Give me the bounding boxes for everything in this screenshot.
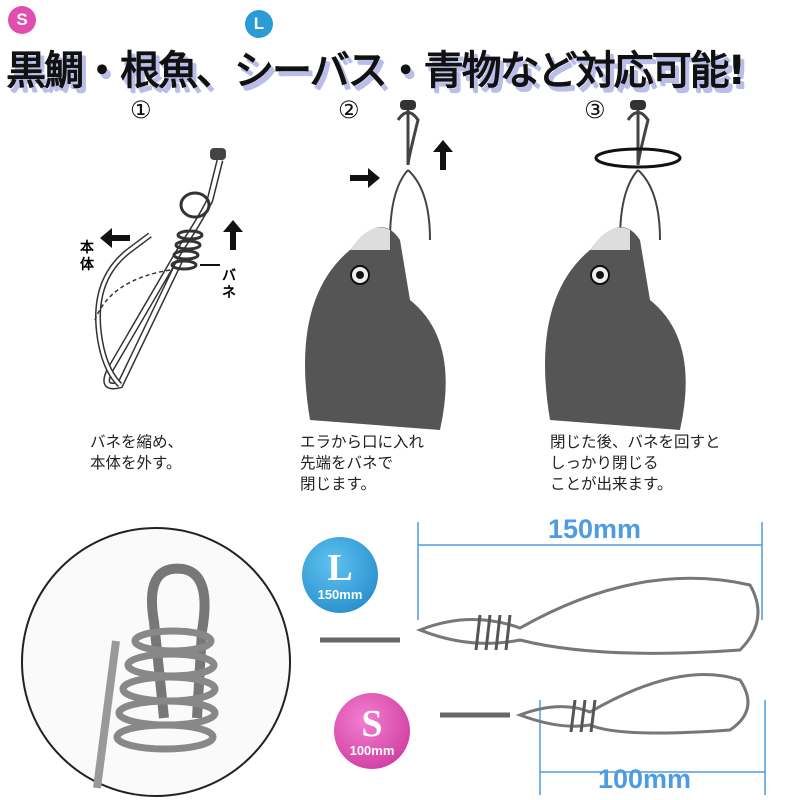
- step-3-fish-illustration: [545, 100, 686, 430]
- size-s-badge: S: [8, 6, 36, 34]
- size-l-badge: L: [245, 10, 273, 38]
- step-1-caption: バネを縮め、 本体を外す。: [90, 433, 184, 472]
- step-3-number: ③: [584, 96, 606, 124]
- size-l-large-badge: L 150mm: [302, 537, 378, 613]
- step-1-stringer-illustration: [94, 148, 243, 390]
- small-stringer: [515, 673, 750, 735]
- step-3-caption: 閉じた後、バネを回すと しっかり閉じる ことが出来ます。: [550, 433, 721, 493]
- step-2-fish-illustration: [305, 100, 453, 430]
- small-dimension-label: 100mm: [598, 764, 692, 794]
- step-2-caption: エラから口に入れ 先端をバネで 閉じます。: [300, 433, 425, 493]
- size-l-length: 150mm: [317, 586, 363, 602]
- step-1-number: ①: [130, 96, 152, 124]
- spring-closeup-photo: [21, 527, 291, 797]
- step-2-number: ②: [338, 96, 360, 124]
- headline: 黒鯛・根魚、シーバス・青物など対応可能!: [6, 48, 746, 94]
- large-dimension-label: 150mm: [548, 514, 642, 544]
- size-s-letter: S: [361, 702, 383, 745]
- label-body: 本体: [80, 240, 94, 273]
- size-s-length: 100mm: [349, 742, 395, 758]
- size-l-letter: L: [327, 546, 353, 589]
- large-stringer: [415, 576, 760, 655]
- label-spring: バネ: [222, 268, 236, 301]
- size-s-large-badge: S 100mm: [334, 693, 410, 769]
